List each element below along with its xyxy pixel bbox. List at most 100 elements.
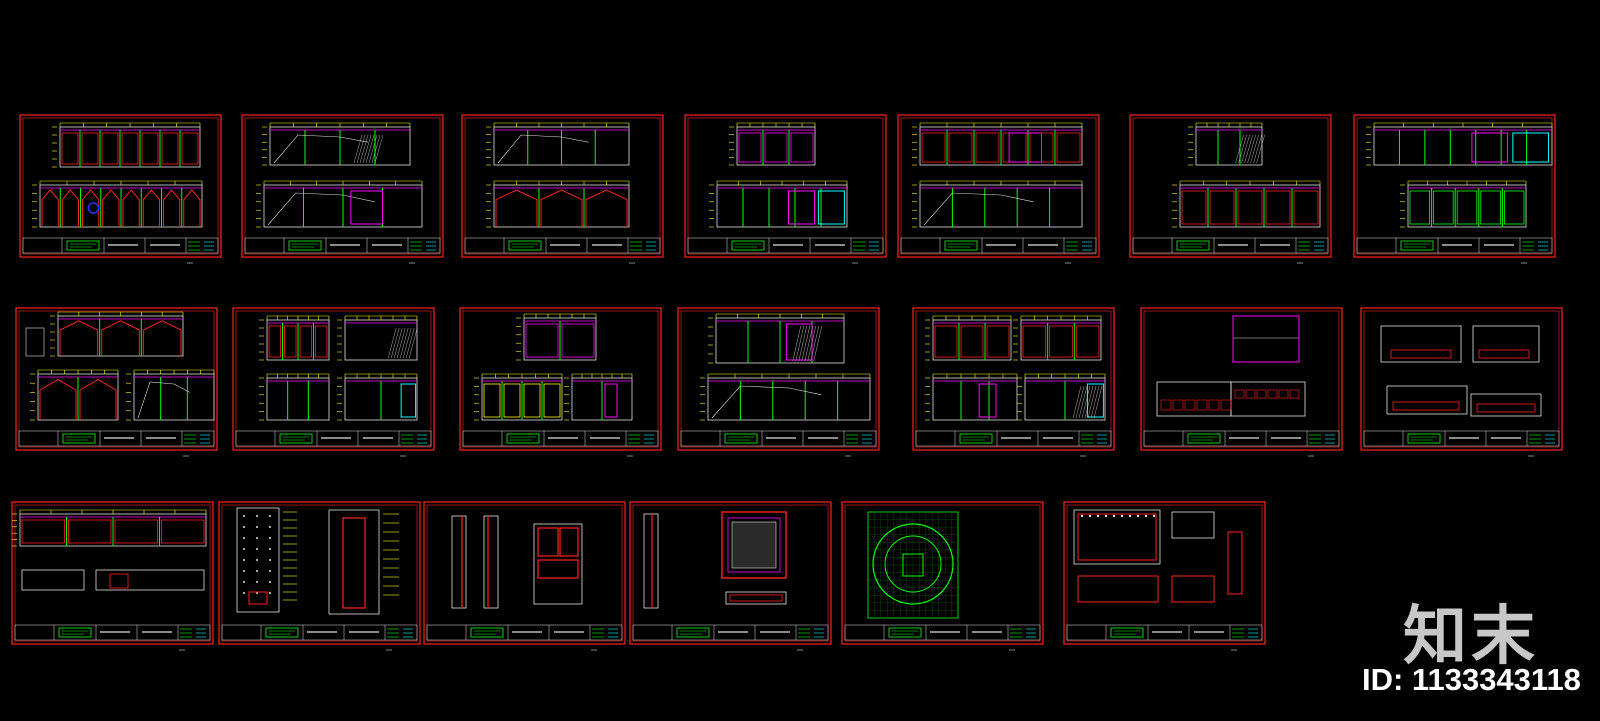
title-block-stamp	[1187, 433, 1221, 444]
hatch-line	[1072, 385, 1082, 419]
wall-dot	[1128, 514, 1132, 518]
wall-dot	[269, 581, 271, 583]
cabinet-door	[537, 527, 559, 557]
plan-outline	[1380, 325, 1462, 363]
plan-outline	[1232, 315, 1300, 363]
wall-panel	[921, 132, 946, 163]
medallion-core	[902, 553, 924, 577]
arch-outline	[585, 189, 628, 227]
drawing-sheet	[841, 501, 1044, 651]
wall-dot	[256, 559, 258, 561]
sheet-border	[232, 307, 435, 451]
hatch-line	[356, 134, 366, 164]
wall-dot	[1144, 514, 1148, 518]
wall-panel	[1409, 190, 1431, 225]
square-frame-outer	[721, 511, 787, 579]
wall-feature	[604, 383, 618, 418]
hatch-line	[813, 325, 822, 362]
hatch-line	[403, 327, 412, 359]
hatch-line	[388, 327, 397, 359]
title-block	[1363, 430, 1560, 447]
wall-panel	[268, 325, 281, 358]
wall-panel	[61, 132, 79, 165]
wall-panel	[483, 383, 501, 418]
hatch-line	[1244, 134, 1253, 164]
plan-fixture	[1160, 399, 1172, 411]
wall-panel	[81, 132, 99, 165]
title-block-stamp	[1176, 240, 1210, 251]
hatch-line	[365, 134, 375, 164]
drawing-sheet	[232, 307, 435, 457]
wall-feature	[1008, 132, 1042, 163]
sheet-border	[1353, 114, 1556, 258]
title-block	[462, 430, 659, 447]
wall-panel	[960, 325, 984, 358]
wall-panel	[790, 132, 814, 163]
wall-dot	[243, 570, 245, 572]
sheet-border	[1129, 114, 1332, 258]
section-line	[923, 192, 1034, 226]
plan-fixture	[1267, 389, 1278, 399]
wall-dot	[1136, 514, 1140, 518]
title-block-stamp	[506, 433, 540, 444]
section-line	[497, 134, 589, 164]
drawing-sheet	[629, 501, 832, 651]
plan-outline	[21, 569, 85, 591]
sheet-border	[1063, 501, 1266, 645]
cabinet-door	[537, 559, 579, 579]
wall-panel	[1293, 190, 1319, 225]
sheet-inner-frame	[462, 310, 659, 448]
hatch-line	[1087, 385, 1097, 419]
wall-dot	[269, 570, 271, 572]
cabinet-door	[559, 527, 579, 557]
plan-fixture	[1392, 401, 1460, 411]
wall-panel	[1265, 190, 1291, 225]
wall-dot	[1152, 514, 1156, 518]
hatch-line	[1250, 134, 1259, 164]
plan-fixture	[1245, 389, 1256, 399]
drawing-sheet	[1353, 114, 1556, 264]
sheet-inner-frame	[1066, 504, 1263, 642]
hatch-line	[368, 134, 378, 164]
wall-panel	[1456, 190, 1478, 225]
plan-fixture	[1478, 349, 1530, 359]
hatch-line	[795, 325, 804, 362]
plan-fixture	[1476, 403, 1536, 413]
arch-outline	[122, 189, 140, 227]
wall-dot	[256, 537, 258, 539]
plan-fixture	[1184, 399, 1196, 411]
hatch-line	[1093, 385, 1103, 419]
arch-outline	[79, 378, 117, 420]
sheet-inner-frame	[22, 117, 219, 255]
plan-fixture	[1278, 389, 1289, 399]
wall-feature	[1471, 132, 1509, 163]
watermark-id: ID: 1133343118	[1362, 662, 1581, 697]
hatch-line	[1078, 385, 1088, 419]
wall-dot	[256, 581, 258, 583]
drawing-sheet	[912, 307, 1115, 457]
title-block	[14, 624, 211, 641]
blue-fixture	[87, 202, 100, 214]
title-block-stamp	[724, 433, 758, 444]
plan-fixture	[1289, 389, 1300, 399]
plan-fixture	[1256, 389, 1267, 399]
sheet-inner-frame	[632, 504, 829, 642]
hatch-line	[1075, 385, 1085, 419]
wall-dot	[243, 581, 245, 583]
title-block	[680, 430, 877, 447]
title-block-stamp	[288, 240, 322, 251]
title-block-stamp	[279, 433, 313, 444]
wall-panel	[523, 383, 541, 418]
drawing-sheet	[1360, 307, 1563, 457]
sheet-border	[241, 114, 444, 258]
drawing-sheet	[15, 307, 218, 457]
sheet-inner-frame	[464, 117, 661, 255]
ceiling-panel	[1073, 509, 1161, 565]
wall-panel	[315, 325, 328, 358]
arch-outline	[163, 189, 181, 227]
plan-outline	[1472, 325, 1540, 363]
wall-dot	[1088, 514, 1092, 518]
title-block	[464, 237, 661, 254]
wall-panel	[503, 383, 521, 418]
title-block	[221, 624, 418, 641]
